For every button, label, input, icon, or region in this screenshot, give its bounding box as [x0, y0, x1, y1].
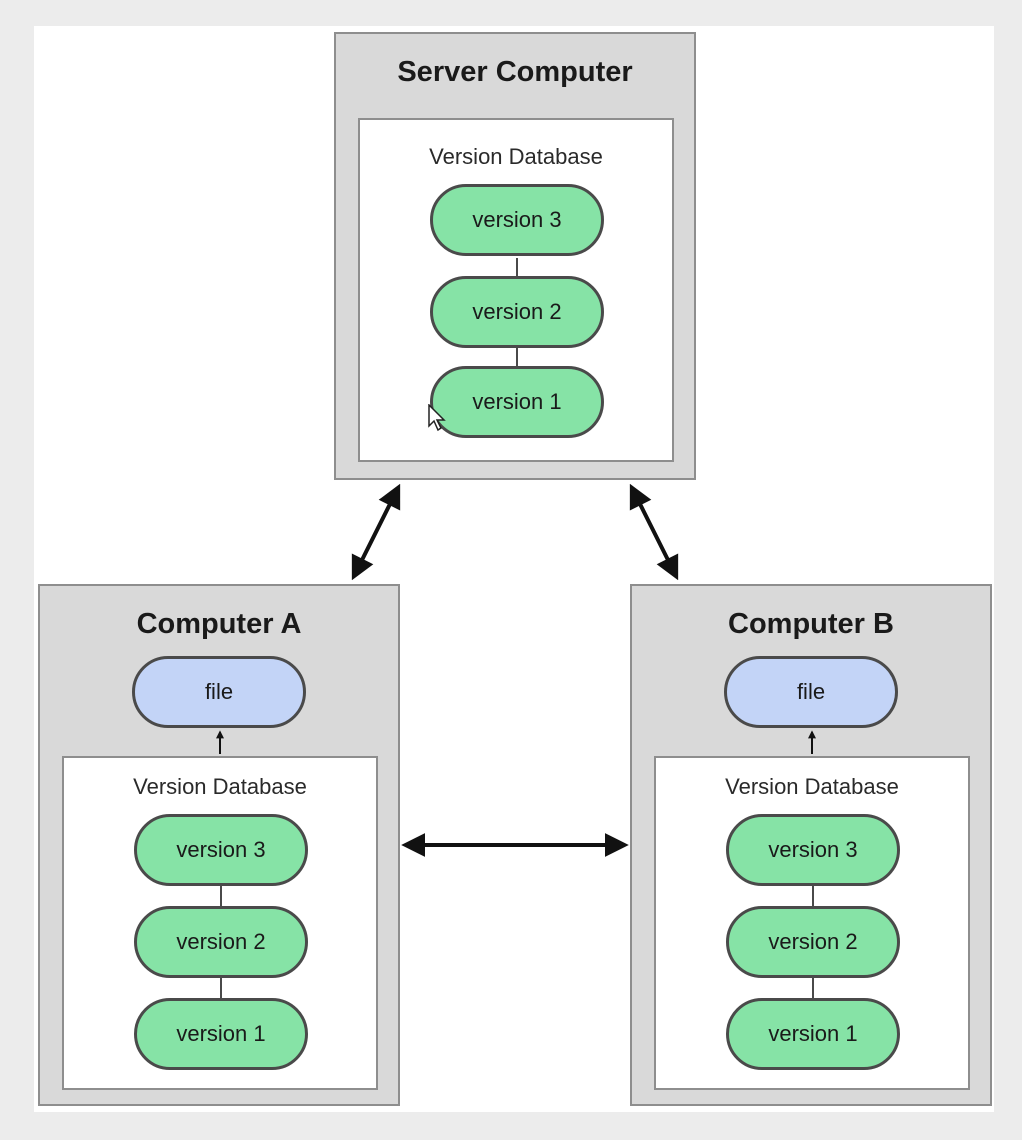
computer-b-version-database: Version Database version 3 version 2 ver… [654, 756, 970, 1090]
version-connector [516, 348, 518, 368]
mouse-cursor-icon [428, 404, 446, 432]
server-version-database: Version Database version 3 version 2 ver… [358, 118, 674, 462]
server-computer-a-arrow [351, 483, 401, 581]
server-computer-box: Server Computer Version Database version… [334, 32, 696, 480]
computer-b-box: Computer B file Version Database version… [630, 584, 992, 1106]
server-db-title: Version Database [429, 144, 603, 169]
server-version-3: version 3 [430, 184, 604, 256]
computer-a-file: file [132, 656, 306, 728]
computer-a-version-2: version 2 [134, 906, 308, 978]
computer-b-version-3: version 3 [726, 814, 900, 886]
computer-a-box: Computer A file Version Database version… [38, 584, 400, 1106]
version-connector [220, 884, 222, 906]
computer-b-title: Computer B [728, 608, 894, 640]
version-connector [516, 258, 518, 278]
computer-b-file: file [724, 656, 898, 728]
computer-b-db-title: Version Database [725, 774, 899, 799]
server-version-1: version 1 [430, 366, 604, 438]
version-connector [220, 976, 222, 998]
computer-b-version-1: version 1 [726, 998, 900, 1070]
version-connector [812, 884, 814, 906]
computer-a-version-database: Version Database version 3 version 2 ver… [62, 756, 378, 1090]
server-computer-title: Server Computer [397, 56, 633, 88]
computer-b-version-2: version 2 [726, 906, 900, 978]
computer-a-db-title: Version Database [133, 774, 307, 799]
server-version-2: version 2 [430, 276, 604, 348]
version-connector [812, 976, 814, 998]
computer-a-title: Computer A [136, 608, 302, 640]
computer-a-version-3: version 3 [134, 814, 308, 886]
computer-a-version-1: version 1 [134, 998, 308, 1070]
server-computer-b-arrow [629, 483, 679, 581]
